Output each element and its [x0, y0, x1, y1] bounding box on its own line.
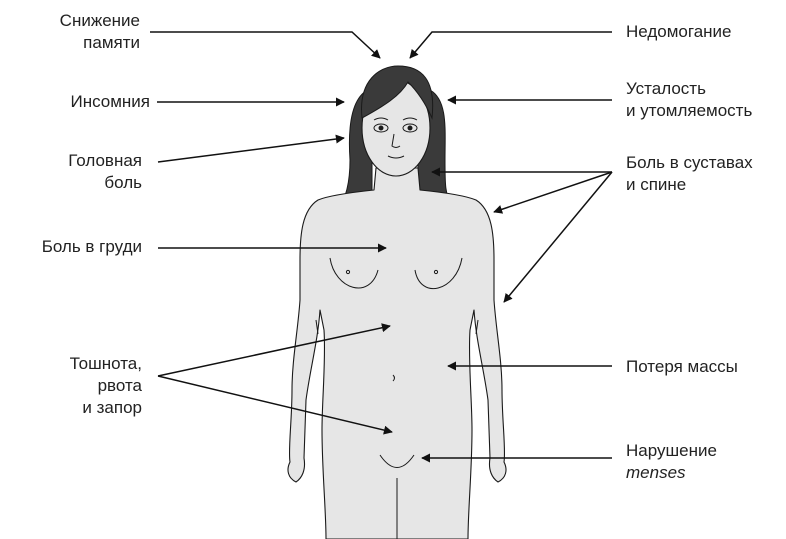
label-line: рвота: [20, 375, 142, 397]
label-malaise: Недомогание: [626, 21, 732, 43]
label-memory-loss: Снижение памяти: [30, 10, 140, 54]
arrow-malaise: [410, 32, 612, 58]
label-line: боль: [20, 172, 142, 194]
label-insomnia: Инсомния: [20, 91, 150, 113]
label-line: памяти: [30, 32, 140, 54]
label-line: Боль в суставах: [626, 152, 753, 174]
label-fatigue: Усталость и утомляемость: [626, 78, 752, 122]
label-line: Снижение: [30, 10, 140, 32]
label-line: Инсомния: [20, 91, 150, 113]
label-line: и утомляемость: [626, 100, 752, 122]
label-line: Нарушение: [626, 440, 717, 462]
label-menses: Нарушение menses: [626, 440, 717, 484]
label-weight-loss: Потеря массы: [626, 356, 738, 378]
label-chest-pain: Боль в груди: [0, 236, 142, 258]
arrow-joints-2: [494, 172, 612, 212]
label-line: Головная: [20, 150, 142, 172]
label-line: и спине: [626, 174, 753, 196]
arrow-headache: [158, 138, 344, 162]
label-line: Усталость: [626, 78, 752, 100]
arrow-joints-3: [504, 172, 612, 302]
label-line: Боль в груди: [0, 236, 142, 258]
label-line: Недомогание: [626, 21, 732, 43]
label-nausea: Тошнота, рвота и запор: [20, 353, 142, 419]
label-line: menses: [626, 462, 717, 484]
label-headache: Головная боль: [20, 150, 142, 194]
arrow-memory: [150, 32, 380, 58]
label-line: и запор: [20, 397, 142, 419]
label-line: Тошнота,: [20, 353, 142, 375]
label-joint-back-pain: Боль в суставах и спине: [626, 152, 753, 196]
label-line: Потеря массы: [626, 356, 738, 378]
